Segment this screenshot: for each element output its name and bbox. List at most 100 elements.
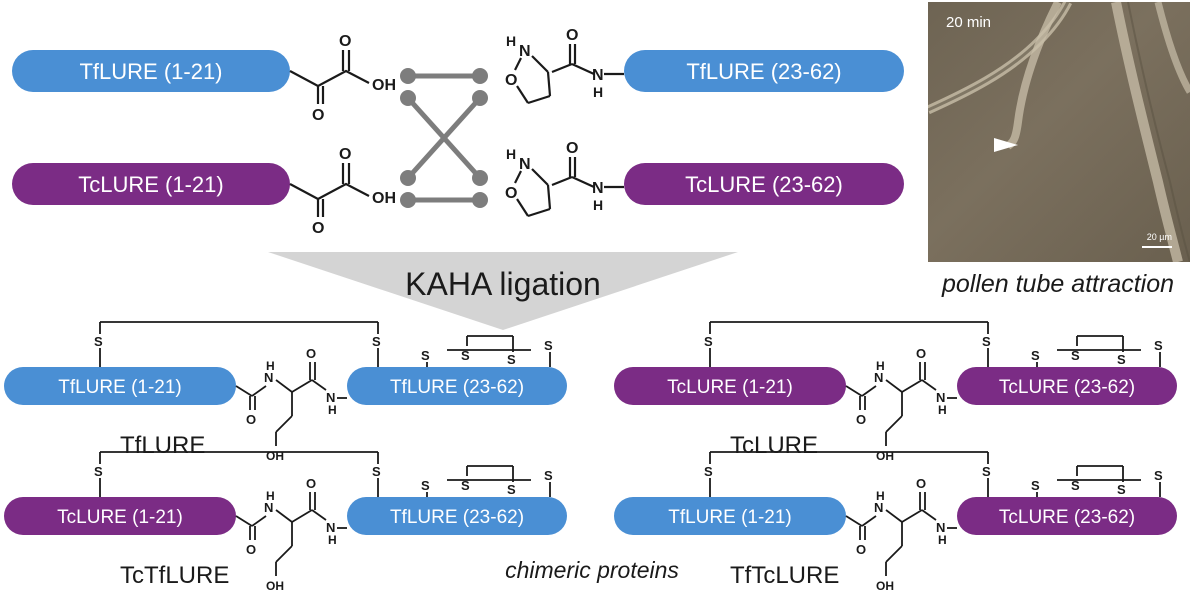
sulfur-label: S <box>372 464 381 479</box>
ketoacid-1-o-bottom: O <box>312 107 324 124</box>
c-fragment-label: TcLURE (23-62) <box>999 377 1135 398</box>
linker-side-chain <box>275 415 293 433</box>
linker-bond <box>275 509 293 523</box>
pollen-tube-micrograph: 20 min 20 µm <box>928 2 1190 262</box>
linker-amide-h: H <box>328 533 337 547</box>
ketoacid-2-oh: OH <box>372 190 396 207</box>
linker-n: N <box>264 370 273 385</box>
sulfur-label: S <box>372 334 381 349</box>
sulfur-label: S <box>507 352 516 367</box>
linker-bond <box>311 509 327 521</box>
linker-carbonyl-o: O <box>916 346 926 361</box>
linker-amide-n: N <box>326 390 335 405</box>
ketoacid-1 <box>289 50 370 104</box>
micrograph-scale-bar <box>1142 246 1172 248</box>
ketoacid-2 <box>289 163 370 217</box>
c-fragment-label: TfLURE (23-62) <box>390 377 524 398</box>
linker-bond <box>291 379 313 393</box>
product-name: TcLURE <box>730 432 818 459</box>
tc-n-fragment-label: TcLURE (1-21) <box>78 172 223 197</box>
linker-bond <box>251 515 267 527</box>
sulfur-label: S <box>1117 352 1126 367</box>
tf-n-fragment-pill <box>12 50 290 92</box>
isoxazolidine-2 <box>514 157 624 218</box>
linker-bond <box>291 509 313 523</box>
linker-n: N <box>874 370 883 385</box>
linker-bond <box>921 509 937 521</box>
ketoacid-1-o-top: O <box>339 33 351 50</box>
ketoacid-1-oh: OH <box>372 77 396 94</box>
linker-amide-n: N <box>326 520 335 535</box>
sulfur-label: S <box>1071 348 1080 363</box>
isoxazolidine-1-h: H <box>506 33 516 49</box>
linker-bond <box>901 509 923 523</box>
c-fragment-pill <box>957 497 1177 535</box>
tf-c-fragment-label: TfLURE (23-62) <box>686 59 841 84</box>
n-fragment-pill <box>4 497 236 535</box>
linker-amide-h: H <box>938 533 947 547</box>
tc-n-fragment-pill <box>12 163 290 205</box>
linker-h: H <box>876 489 885 503</box>
n-fragment-pill <box>614 367 846 405</box>
tf-n-fragment-label: TfLURE (1-21) <box>79 59 222 84</box>
sulfur-label: S <box>94 334 103 349</box>
isoxazolidine-2-h: H <box>506 146 516 162</box>
sulfur-label: S <box>421 348 430 363</box>
linker-carbonyl-o: O <box>916 476 926 491</box>
n-fragment-label: TcLURE (1-21) <box>57 507 183 528</box>
c-fragment-label: TcLURE (23-62) <box>999 507 1135 528</box>
pollen-tubes-drawing <box>928 2 1190 262</box>
sulfur-label: S <box>982 334 991 349</box>
linker-carbonyl-o: O <box>306 346 316 361</box>
linker-o: O <box>246 412 256 427</box>
c-fragment-pill <box>347 367 567 405</box>
isoxazolidine-1-amide-h: H <box>593 84 603 100</box>
linker-bond <box>235 385 253 397</box>
linker-side-chain <box>275 545 293 563</box>
linker-bond <box>861 385 877 397</box>
micrograph-caption: pollen tube attraction <box>941 270 1175 298</box>
micrograph-scale-label: 20 µm <box>1146 232 1172 242</box>
crossover-connector <box>400 68 488 208</box>
isoxazolidine-2-o: O <box>505 185 517 202</box>
linker-bond <box>311 379 327 391</box>
linker-o: O <box>246 542 256 557</box>
tc-c-fragment-pill <box>624 163 904 205</box>
arrowhead-marker-icon <box>994 138 1018 152</box>
sulfur-label: S <box>461 478 470 493</box>
sulfur-label: S <box>544 338 553 353</box>
sulfur-label: S <box>1154 468 1163 483</box>
linker-o: O <box>856 542 866 557</box>
ligation-arrow <box>268 252 738 330</box>
sulfur-label: S <box>1117 482 1126 497</box>
linker-bond <box>251 385 267 397</box>
linker-amide-n: N <box>936 390 945 405</box>
sulfur-label: S <box>1031 478 1040 493</box>
n-fragment-label: TfLURE (1-21) <box>58 377 182 398</box>
sulfur-label: S <box>1031 348 1040 363</box>
sulfur-label: S <box>421 478 430 493</box>
linker-h: H <box>876 359 885 373</box>
isoxazolidine-1-carbonyl-o: O <box>566 27 578 44</box>
isoxazolidine-1-n: N <box>519 43 531 60</box>
c-fragment-pill <box>347 497 567 535</box>
isoxazolidine-2-carbonyl-o: O <box>566 140 578 157</box>
sulfur-label: S <box>461 348 470 363</box>
linker-bond <box>921 379 937 391</box>
linker-bond <box>235 515 253 527</box>
isoxazolidine-1 <box>514 44 624 105</box>
linker-bond <box>885 379 903 393</box>
linker-amide-n: N <box>936 520 945 535</box>
n-fragment-label: TcLURE (1-21) <box>667 377 793 398</box>
product-name: TfTcLURE <box>730 562 839 589</box>
linker-bond <box>275 379 293 393</box>
ketoacid-2-o-top: O <box>339 146 351 163</box>
linker-bond <box>901 379 923 393</box>
product-name: TcTfLURE <box>120 562 229 589</box>
